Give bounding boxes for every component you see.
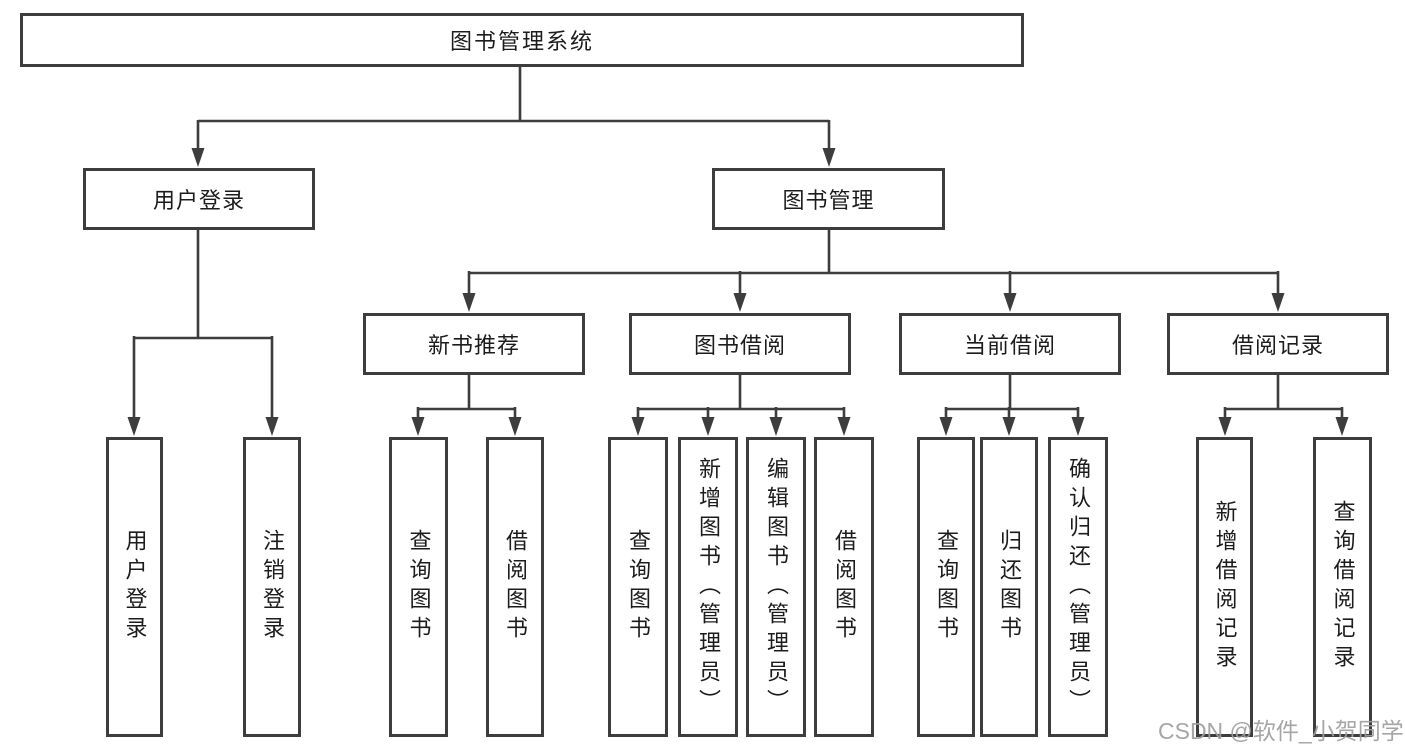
node-book-borrow: 图书借阅 <box>629 313 851 375</box>
node-new-book-recommend: 新书推荐 <box>363 313 585 375</box>
node-book-management: 图书管理 <box>712 168 945 230</box>
leaf-add-books-admin-label: 新增图书（管理员） <box>696 456 721 718</box>
leaf-user-login-label: 用户登录 <box>122 529 148 645</box>
leaf-borrow-books: 借阅图书 <box>814 437 874 737</box>
node-current-borrow-label: 当前借阅 <box>963 333 1056 358</box>
leaf-borrow-query-books-label: 查询图书 <box>626 529 651 645</box>
leaf-add-borrow-record-label: 新增借阅记录 <box>1212 500 1238 674</box>
leaf-edit-books-admin-label: 编辑图书（管理员） <box>764 456 789 718</box>
leaf-borrow-query-books: 查询图书 <box>608 437 668 737</box>
csdn-watermark: CSDN @软件_小贺同学 <box>1158 718 1404 744</box>
leaf-user-login: 用户登录 <box>106 437 163 737</box>
node-new-book-recommend-label: 新书推荐 <box>427 333 520 358</box>
node-borrow-records-label: 借阅记录 <box>1231 333 1324 358</box>
leaf-query-borrow-record: 查询借阅记录 <box>1313 437 1372 737</box>
leaf-logout: 注销登录 <box>243 437 301 737</box>
leaf-current-query-books-label: 查询图书 <box>934 529 959 645</box>
node-root-system-label: 图书管理系统 <box>449 29 594 54</box>
leaf-recommend-borrow-books-label: 借阅图书 <box>503 529 528 645</box>
leaf-add-borrow-record: 新增借阅记录 <box>1196 437 1253 737</box>
node-book-management-label: 图书管理 <box>782 188 875 213</box>
leaf-query-borrow-record-label: 查询借阅记录 <box>1330 500 1356 674</box>
node-root-system: 图书管理系统 <box>20 13 1024 67</box>
leaf-recommend-query-books: 查询图书 <box>389 437 448 737</box>
leaf-add-books-admin: 新增图书（管理员） <box>678 437 738 737</box>
node-current-borrow: 当前借阅 <box>899 313 1121 375</box>
leaf-logout-label: 注销登录 <box>260 529 285 645</box>
leaf-confirm-return-admin: 确认归还（管理员） <box>1048 437 1108 737</box>
node-user-login-label: 用户登录 <box>152 188 245 213</box>
node-borrow-records: 借阅记录 <box>1167 313 1389 375</box>
leaf-confirm-return-admin-label: 确认归还（管理员） <box>1066 456 1091 718</box>
leaf-current-query-books: 查询图书 <box>917 437 975 737</box>
leaf-return-books-label: 归还图书 <box>997 529 1022 645</box>
node-user-login: 用户登录 <box>83 168 315 230</box>
node-book-borrow-label: 图书借阅 <box>693 333 786 358</box>
leaf-return-books: 归还图书 <box>980 437 1038 737</box>
leaf-recommend-query-books-label: 查询图书 <box>406 529 432 645</box>
leaf-recommend-borrow-books: 借阅图书 <box>486 437 544 737</box>
leaf-borrow-books-label: 借阅图书 <box>832 529 857 645</box>
leaf-edit-books-admin: 编辑图书（管理员） <box>746 437 806 737</box>
